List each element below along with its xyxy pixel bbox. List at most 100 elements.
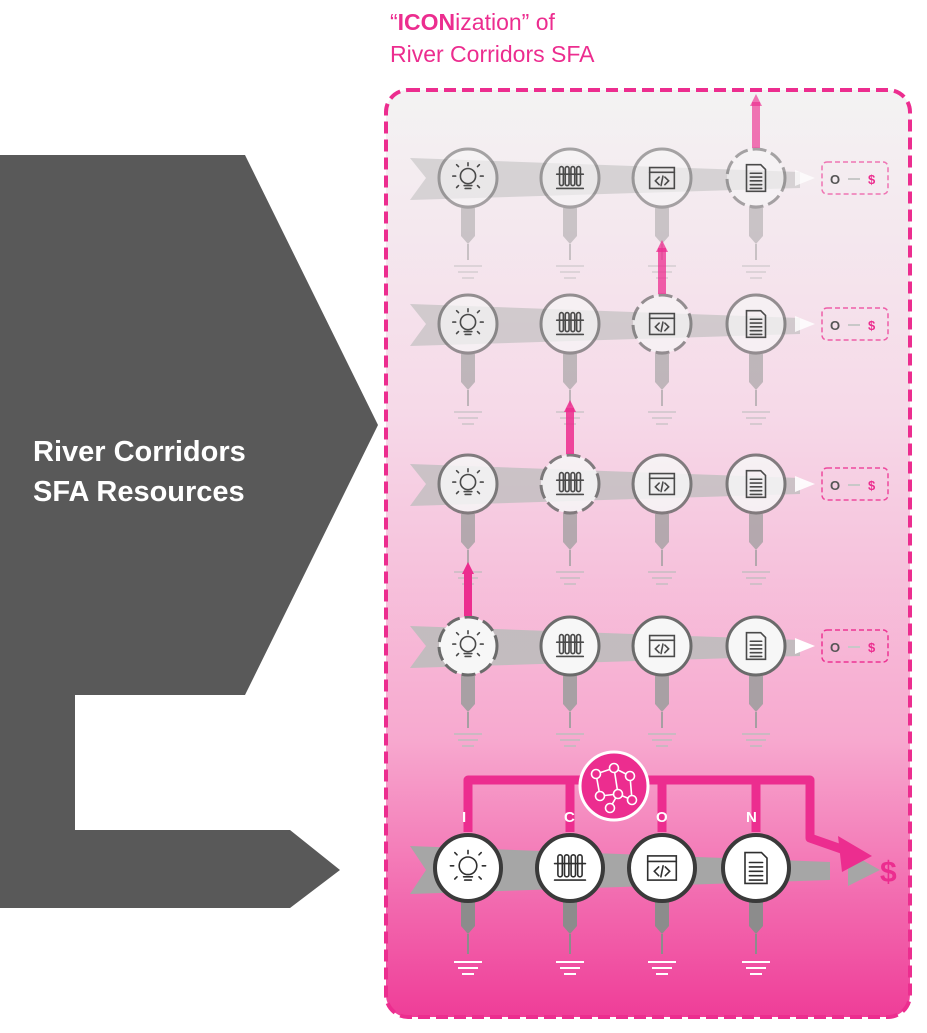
- highlight-tip: [656, 240, 668, 252]
- ground-symbol: [648, 733, 676, 747]
- ground-symbol: [648, 961, 676, 975]
- stage-circle: [437, 147, 499, 209]
- ground-symbol: [648, 411, 676, 425]
- code-icon: [648, 312, 676, 336]
- output-o: O: [830, 478, 840, 493]
- output-o: O: [830, 318, 840, 333]
- output-box: [821, 161, 889, 195]
- icon-letter-o: O: [656, 809, 668, 826]
- ground-symbol: [454, 961, 482, 975]
- icon-letter-c: C: [564, 809, 575, 826]
- drop-arrow: [461, 676, 475, 712]
- diagram-title: “ICONization” of River Corridors SFA: [390, 9, 595, 67]
- stage-circle: [437, 293, 499, 355]
- idea-icon: [451, 629, 485, 658]
- idea-icon: [451, 307, 485, 336]
- drop-arrow: [749, 208, 763, 244]
- resources-block: [0, 155, 378, 908]
- drop-arrow: [655, 514, 669, 550]
- ground-symbol: [454, 411, 482, 425]
- highlight-bar: [464, 570, 472, 616]
- row-ribbon: [410, 158, 800, 200]
- icon-letter-i: I: [462, 809, 466, 826]
- output-box: [821, 467, 889, 501]
- ground-symbol: [742, 571, 770, 585]
- output-box: [821, 307, 889, 341]
- stage-circle: [539, 293, 601, 355]
- document-icon: [745, 309, 767, 339]
- drop-arrow: [655, 676, 669, 712]
- highlight-bar: [658, 248, 666, 294]
- ground-symbol: [742, 733, 770, 747]
- resources-label: River Corridors SFA Resources: [33, 436, 246, 508]
- drop-arrow: [655, 898, 669, 934]
- ground-symbol: [556, 571, 584, 585]
- document-icon: [745, 163, 767, 193]
- pink-bus: [463, 775, 852, 857]
- ground-symbol: [742, 961, 770, 975]
- drop-arrow: [655, 354, 669, 390]
- output-dollar: $: [868, 640, 876, 655]
- ground-symbol: [556, 733, 584, 747]
- stage-circle: [725, 147, 787, 209]
- document-icon: [745, 469, 767, 499]
- code-icon: [648, 166, 676, 190]
- highlight-tip: [462, 562, 474, 574]
- stage-circle: [721, 833, 791, 903]
- row-1: O$: [410, 94, 889, 279]
- drop-arrow: [563, 676, 577, 712]
- network-icon: [590, 762, 638, 814]
- output-dollar: $: [868, 172, 876, 187]
- row-ribbon: [410, 304, 800, 346]
- output-dollar: $: [868, 478, 876, 493]
- row-ribbon: [410, 626, 800, 668]
- stage-circle: [539, 147, 601, 209]
- drop-arrow: [563, 514, 577, 550]
- highlight-tip: [750, 94, 762, 106]
- stage-circle: [433, 833, 503, 903]
- highlight-tip: [564, 400, 576, 412]
- drop-arrow: [563, 898, 577, 934]
- row-arrow: [795, 316, 815, 332]
- stage-circle: [437, 615, 499, 677]
- icon-dollar: $: [880, 856, 897, 889]
- ground-symbol: [556, 961, 584, 975]
- idea-icon: [451, 467, 485, 496]
- stage-circle: [535, 833, 605, 903]
- ground-symbol: [742, 411, 770, 425]
- stage-circle: [725, 453, 787, 515]
- lab-icon: [555, 471, 585, 496]
- stage-circle: [725, 293, 787, 355]
- title-bold: ICON: [397, 9, 456, 35]
- icon-letter-n: N: [746, 809, 757, 826]
- output-o: O: [830, 172, 840, 187]
- ground-symbol: [454, 265, 482, 279]
- drop-arrow: [749, 514, 763, 550]
- ground-symbol: [648, 571, 676, 585]
- row-2: O$: [410, 240, 889, 425]
- ground-symbol: [742, 265, 770, 279]
- drop-arrow: [749, 354, 763, 390]
- lab-icon: [555, 165, 585, 190]
- drop-arrow: [563, 354, 577, 390]
- row-arrow: [795, 170, 815, 186]
- row-ribbon: [410, 464, 800, 506]
- lab-icon: [555, 311, 585, 336]
- lab-icon: [555, 633, 585, 658]
- code-icon: [648, 634, 676, 658]
- row-4: O$: [410, 562, 889, 747]
- document-icon: [744, 851, 768, 885]
- idea-icon: [451, 162, 485, 190]
- output-box: [821, 629, 889, 663]
- highlight-bar: [566, 408, 574, 454]
- bus-arrowhead: [838, 836, 872, 872]
- lab-icon: [553, 853, 587, 881]
- drop-arrow: [749, 898, 763, 934]
- drop-arrow: [749, 676, 763, 712]
- output-dollar: $: [868, 318, 876, 333]
- code-icon: [646, 855, 678, 881]
- ground-symbol: [556, 265, 584, 279]
- drop-arrow: [461, 354, 475, 390]
- drop-arrow: [461, 208, 475, 244]
- ground-symbol: [454, 733, 482, 747]
